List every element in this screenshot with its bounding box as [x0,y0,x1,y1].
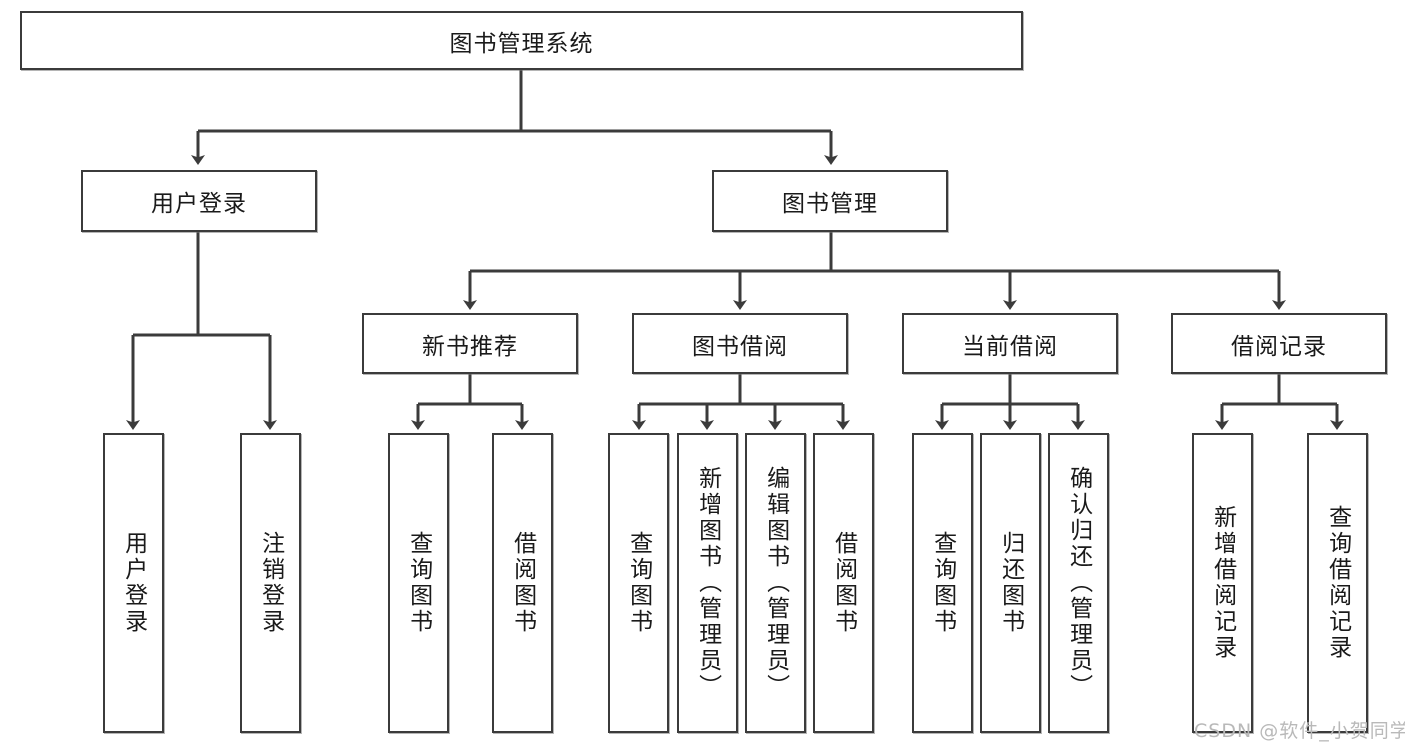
node-leaf-query-book-1[interactable]: 查询图书 [388,433,449,733]
node-label: 借阅图书 [509,531,536,635]
node-leaf-confirm-return[interactable]: 确认归还（管理员） [1048,433,1109,733]
node-label: 确认归还（管理员） [1065,466,1092,700]
node-label: 查询图书 [625,531,652,635]
node-borrow-records[interactable]: 借阅记录 [1171,313,1387,374]
node-leaf-borrow-book-1[interactable]: 借阅图书 [492,433,553,733]
node-leaf-borrow-book-2[interactable]: 借阅图书 [813,433,874,733]
node-user-login[interactable]: 用户登录 [81,170,317,232]
node-label: 图书管理系统 [449,30,594,57]
node-label: 编辑图书（管理员） [762,466,789,700]
node-label: 用户登录 [120,531,147,635]
node-leaf-query-record[interactable]: 查询借阅记录 [1307,433,1368,733]
node-leaf-add-record[interactable]: 新增借阅记录 [1192,433,1253,733]
node-label: 图书借阅 [692,333,788,360]
node-leaf-return-book[interactable]: 归还图书 [980,433,1041,733]
watermark-credit: CSDN @软件_小贺同学 [1194,720,1405,742]
node-label: 注销登录 [257,531,284,635]
node-leaf-query-book-3[interactable]: 查询图书 [912,433,973,733]
node-current-borrow[interactable]: 当前借阅 [902,313,1118,374]
node-label: 用户登录 [151,191,247,217]
node-root-system[interactable]: 图书管理系统 [20,11,1023,70]
node-leaf-user-logout[interactable]: 注销登录 [240,433,301,733]
node-label: 查询借阅记录 [1324,505,1351,661]
node-label: 借阅记录 [1231,333,1327,360]
node-leaf-edit-book[interactable]: 编辑图书（管理员） [745,433,806,733]
node-book-borrow[interactable]: 图书借阅 [632,313,848,374]
node-label: 归还图书 [997,531,1024,635]
node-label: 新增图书（管理员） [694,466,721,700]
node-label: 查询图书 [405,531,432,635]
node-leaf-query-book-2[interactable]: 查询图书 [608,433,669,733]
node-label: 图书管理 [782,191,878,217]
node-label: 新书推荐 [422,333,518,360]
node-label: 查询图书 [929,531,956,635]
node-label: 当前借阅 [962,333,1058,360]
node-leaf-user-login[interactable]: 用户登录 [103,433,164,733]
node-book-management[interactable]: 图书管理 [712,170,948,232]
node-label: 新增借阅记录 [1209,505,1236,661]
node-leaf-add-book[interactable]: 新增图书（管理员） [677,433,738,733]
node-new-book-recommend[interactable]: 新书推荐 [362,313,578,374]
node-label: 借阅图书 [830,531,857,635]
